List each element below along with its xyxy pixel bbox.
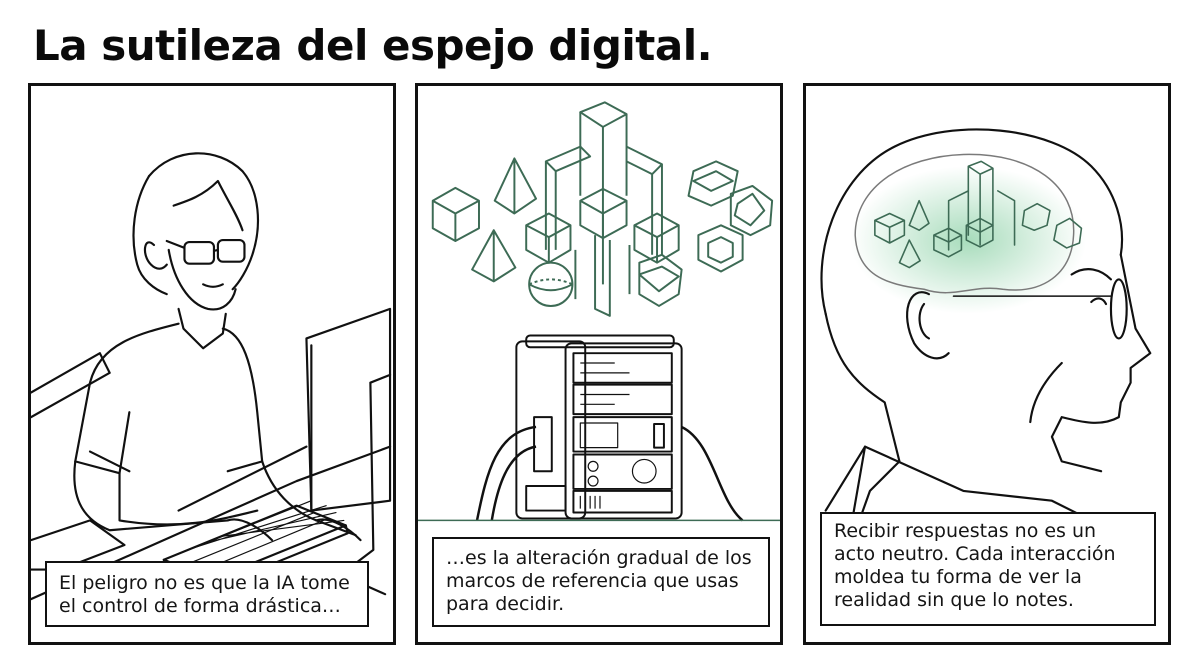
panel-1: El peligro no es que la IA tome el contr… [28, 83, 396, 645]
panel-3: Recibir respuestas no es un acto neutro.… [803, 83, 1171, 645]
panel-2: …es la alteración gradual de los marcos … [415, 83, 783, 645]
geometric-shapes-server-illustration [418, 101, 780, 522]
comic-title: La sutileza del espejo digital. [33, 21, 713, 70]
woman-at-computer-illustration [31, 152, 392, 601]
caption-box-1: El peligro no es que la IA tome el contr… [45, 561, 369, 627]
caption-box-2: …es la alteración gradual de los marcos … [432, 537, 770, 627]
caption-box-3: Recibir respuestas no es un acto neutro.… [820, 512, 1156, 626]
man-profile-brain-illustration [820, 128, 1152, 561]
